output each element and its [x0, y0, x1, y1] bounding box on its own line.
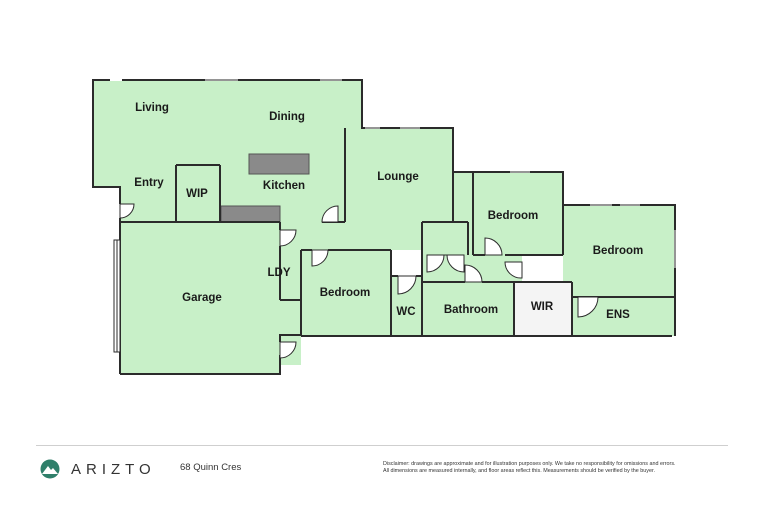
lounge-floor	[345, 128, 453, 222]
hall-floor	[280, 222, 422, 250]
label-bedroom-master: Bedroom	[593, 245, 643, 257]
doors	[119, 203, 599, 359]
label-bedroom-north: Bedroom	[488, 210, 538, 222]
door-bedroom-master	[504, 261, 523, 279]
property-address: 68 Quinn Cres	[180, 462, 242, 473]
label-ldy: LDY	[268, 267, 291, 279]
brand-logo: ARIZTO	[38, 458, 156, 480]
mountain-logo-icon	[40, 459, 60, 479]
label-garage: Garage	[182, 292, 222, 304]
brand-name: ARIZTO	[71, 460, 156, 478]
room-labels: Living Dining Entry WIP Kitchen Lounge B…	[134, 102, 643, 321]
door-bedroom-south	[311, 249, 329, 267]
label-ens: ENS	[606, 309, 630, 321]
label-lounge: Lounge	[377, 171, 419, 183]
disclaimer: Disclaimer: drawings are approximate and…	[383, 461, 728, 475]
disclaimer-line-2: All dimensions are measured internally, …	[383, 468, 655, 474]
bedroom-master-floor	[563, 205, 675, 297]
kitchen-island	[248, 153, 310, 175]
living-dining-floor	[93, 80, 362, 222]
label-living: Living	[135, 102, 169, 114]
door-wc	[397, 275, 417, 295]
footer-divider	[36, 445, 728, 446]
windows	[110, 79, 676, 353]
label-bathroom: Bathroom	[444, 304, 498, 316]
door-garage-hall	[279, 229, 297, 247]
door-ldy	[279, 341, 297, 359]
door-bathroom	[464, 264, 483, 283]
floor-plan: Living Dining Entry WIP Kitchen Lounge B…	[92, 79, 676, 375]
label-wip: WIP	[186, 188, 208, 200]
bathroom-floor	[422, 282, 514, 336]
floor-areas	[93, 80, 675, 374]
disclaimer-line-1: Disclaimer: drawings are approximate and…	[383, 461, 676, 467]
door-entry	[119, 203, 135, 219]
label-entry: Entry	[134, 177, 164, 189]
kitchen-bench	[220, 205, 281, 223]
label-bedroom-south: Bedroom	[320, 287, 370, 299]
door-ens	[577, 296, 599, 318]
wir-floor	[514, 282, 572, 336]
label-kitchen: Kitchen	[263, 180, 305, 192]
label-wir: WIR	[531, 301, 554, 313]
label-wc: WC	[396, 306, 415, 318]
label-dining: Dining	[269, 111, 305, 123]
garage-floor	[120, 222, 280, 374]
door-kitchen-hall	[321, 205, 339, 223]
door-bedroom-north	[484, 237, 503, 256]
